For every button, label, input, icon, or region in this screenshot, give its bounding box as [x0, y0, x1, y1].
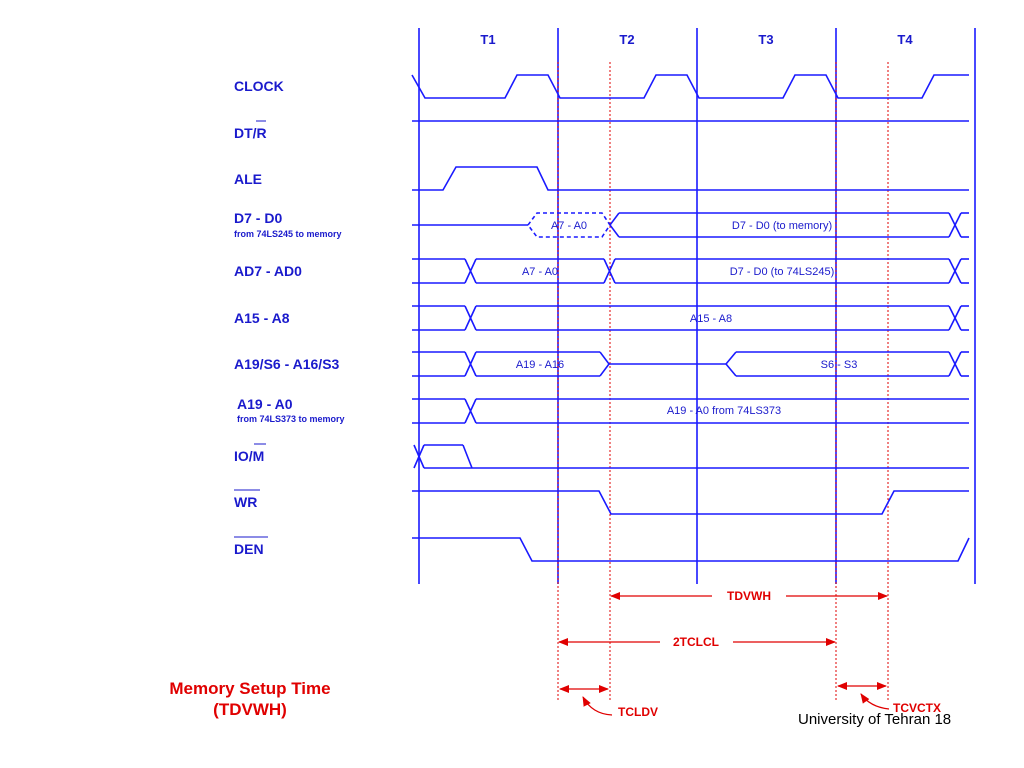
- cycle-label-t3: T3: [758, 32, 773, 47]
- cycle-label-t1: T1: [480, 32, 495, 47]
- wave-a15a8: [412, 305, 969, 331]
- label-a15a8: A15 - A8: [234, 310, 290, 326]
- label-clock: CLOCK: [234, 78, 284, 94]
- signal-labels: CLOCK DT/R ALE D7 - D0 from 74LS245 to m…: [234, 78, 345, 557]
- reference-lines: [557, 62, 889, 700]
- label-d7d0: D7 - D0: [234, 210, 282, 226]
- timing-annotations: [558, 592, 890, 716]
- wave-a19a0: [412, 398, 969, 424]
- label-a19s6: A19/S6 - A16/S3: [234, 356, 340, 372]
- wave-den: [412, 537, 970, 562]
- bus-ad-data: D7 - D0 (to 74LS245): [730, 266, 835, 278]
- slide-title: Memory Setup Time (TDVWH): [130, 678, 370, 720]
- label-tcvctx: TCVCTX: [893, 701, 941, 715]
- bus-a15a8: A15 - A8: [690, 313, 732, 325]
- bus-ad-a7a0: A7 - A0: [522, 266, 558, 278]
- leader-tcvctx: [860, 693, 890, 710]
- bus-a19a0: A19 - A0 from 74LS373: [667, 405, 781, 417]
- bus-a19a16: A19 - A16: [516, 359, 564, 371]
- label-a19a0-sub: from 74LS373 to memory: [237, 414, 345, 424]
- label-ale: ALE: [234, 171, 262, 187]
- waveforms: [411, 74, 970, 562]
- bus-d-a7a0: A7 - A0: [551, 220, 587, 232]
- bus-d-data: D7 - D0 (to memory): [732, 220, 832, 232]
- wave-ale: [412, 166, 969, 191]
- slide-title-line1: Memory Setup Time: [169, 679, 331, 698]
- label-ad7ad0: AD7 - AD0: [234, 263, 302, 279]
- wave-a19s6: [412, 351, 969, 377]
- bus-s6s3: S6 - S3: [821, 359, 858, 371]
- slide-footer: University of Tehran 18: [798, 711, 952, 728]
- label-dtr: DT/R: [234, 125, 267, 141]
- label-a19a0: A19 - A0: [237, 396, 293, 412]
- leader-tcldv: [582, 696, 613, 716]
- label-wr: WR: [234, 494, 257, 510]
- slide-title-line2: (TDVWH): [213, 700, 287, 719]
- label-den: DEN: [234, 541, 264, 557]
- cycle-label-t4: T4: [897, 32, 913, 47]
- wave-clock: [411, 74, 969, 99]
- wave-iom: [413, 444, 969, 469]
- label-tdvwh: TDVWH: [727, 589, 771, 603]
- label-tclcl: 2TCLCL: [673, 635, 719, 649]
- cycle-label-t2: T2: [619, 32, 634, 47]
- wave-d7d0: [412, 212, 969, 238]
- label-iom: IO/M: [234, 448, 264, 464]
- wave-ad7ad0: [412, 258, 969, 284]
- label-d7d0-sub: from 74LS245 to memory: [234, 229, 342, 239]
- bus-labels: A7 - A0 D7 - D0 (to memory) A7 - A0 D7 -…: [516, 220, 858, 417]
- label-tcldv: TCLDV: [618, 705, 658, 719]
- wave-wr: [412, 490, 969, 515]
